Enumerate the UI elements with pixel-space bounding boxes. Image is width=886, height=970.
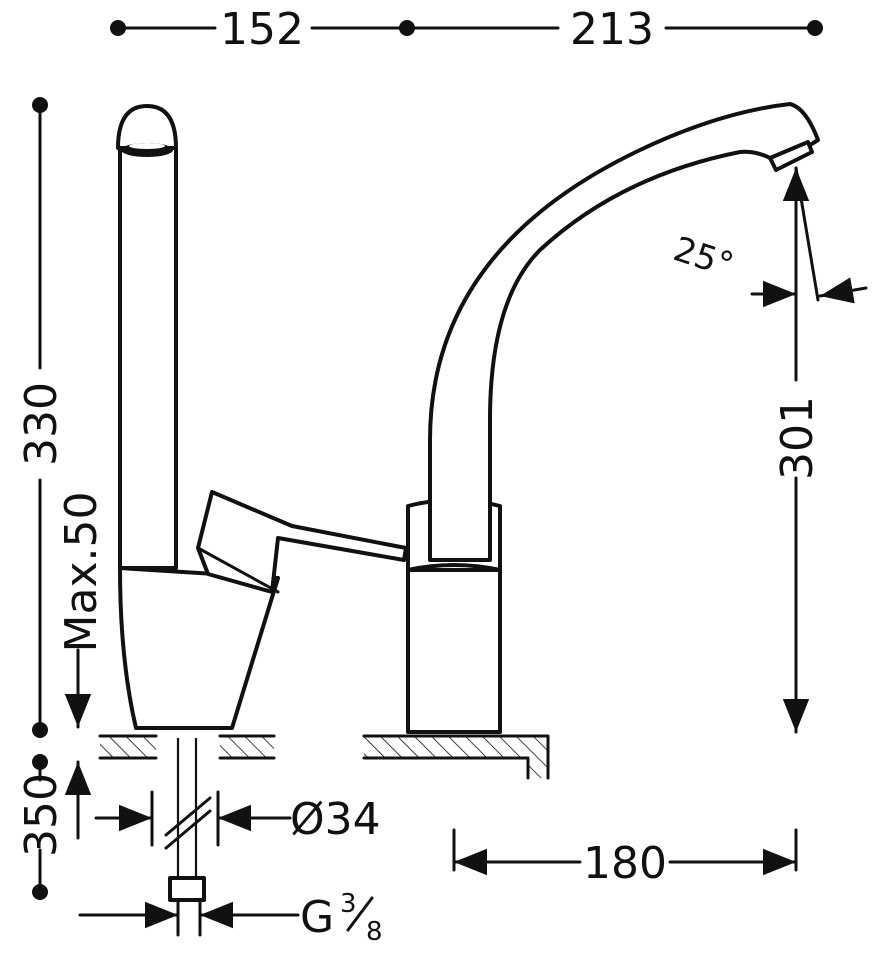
spout-height-dimension-301: 301: [772, 166, 823, 734]
thread-label: G: [300, 892, 334, 943]
dim-label-max50: Max.50: [56, 492, 107, 653]
top-width-dimension: 152 213: [110, 4, 823, 55]
dim-label-330: 330: [16, 382, 67, 466]
height-dimension-330: 330: [16, 97, 67, 738]
dim-label-152: 152: [220, 4, 304, 55]
countertop-left: [98, 734, 276, 760]
hose-diameter-dimension: Ø34: [94, 794, 381, 845]
thread-fraction-num: 3: [340, 889, 357, 919]
thread-fraction-den: 8: [366, 917, 383, 947]
dim-label-diameter: Ø34: [290, 794, 381, 845]
mixer-body-left: [116, 104, 408, 730]
below-counter-dimension-350: 350: [16, 754, 67, 900]
supply-hose: [150, 738, 220, 937]
dim-label-301: 301: [772, 396, 823, 480]
swivel-angle-dimension: 25°: [669, 166, 868, 308]
max-50-dimension: Max.50: [56, 492, 107, 840]
dim-label-180: 180: [583, 838, 667, 889]
reach-dimension-180: 180: [452, 828, 798, 889]
dim-label-213: 213: [570, 4, 654, 55]
thread-dimension: G 3 8: [78, 889, 383, 947]
spout-body-right: [406, 102, 820, 734]
dim-label-angle: 25°: [669, 229, 739, 286]
countertop-right: [362, 734, 550, 780]
dim-label-350: 350: [16, 773, 67, 857]
